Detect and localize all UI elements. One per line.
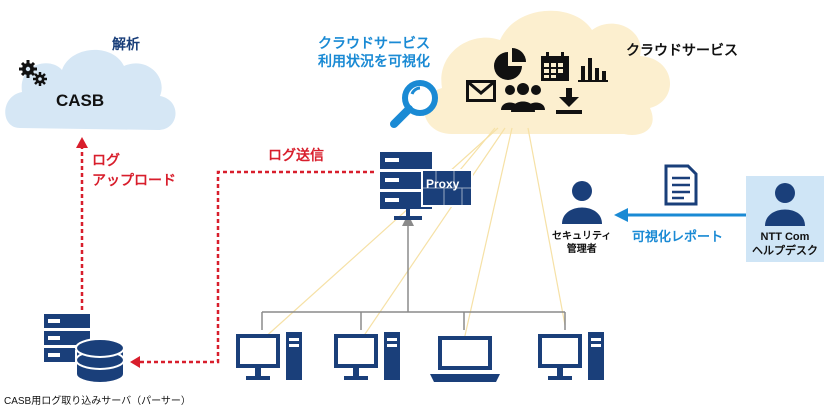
helpdesk-label: NTT Com ヘルプデスク <box>752 231 818 257</box>
casb-cloud <box>5 49 176 130</box>
log-send-line <box>140 170 374 364</box>
cloud-access-lines <box>261 127 566 341</box>
calendar-icon <box>541 52 569 81</box>
proxy-server-icon <box>380 152 473 220</box>
network-tree <box>261 224 566 330</box>
desktop-pc-icon <box>538 332 604 380</box>
report-document-icon <box>664 164 698 206</box>
helpdesk-person-icon <box>765 183 805 226</box>
log-upload-arrowhead <box>76 137 88 148</box>
security-admin-person-icon <box>562 181 602 224</box>
casb-title: CASB <box>56 91 105 110</box>
analysis-label: 解析 <box>112 36 140 52</box>
log-server-caption: CASB用ログ取り込みサーバ（パーサー） <box>4 396 191 407</box>
gears-icon <box>19 60 47 86</box>
proxy-label: Proxy <box>426 177 460 191</box>
log-upload-label: ログ アップロード <box>92 152 176 188</box>
security-admin-label: セキュリティ 管理者 <box>552 231 612 255</box>
log-send-label: ログ送信 <box>268 147 324 163</box>
desktop-pc-icon <box>334 332 400 380</box>
laptop-icon <box>430 336 500 382</box>
report-arrowhead <box>614 208 628 222</box>
desktop-pc-icon <box>236 332 302 380</box>
log-send-arrowhead <box>130 356 140 368</box>
cloud-service-label: クラウドサービス <box>626 42 738 58</box>
download-icon <box>556 88 582 114</box>
bar-chart-icon <box>578 58 608 82</box>
magnifier-icon <box>390 80 438 128</box>
log-server-icon <box>44 314 125 384</box>
visibility-label: クラウドサービス 利用状況を可視化 <box>318 35 430 69</box>
pie-chart-icon <box>494 48 526 80</box>
report-label: 可視化レポート <box>632 229 724 244</box>
users-icon <box>501 83 545 112</box>
mail-icon <box>466 80 496 102</box>
